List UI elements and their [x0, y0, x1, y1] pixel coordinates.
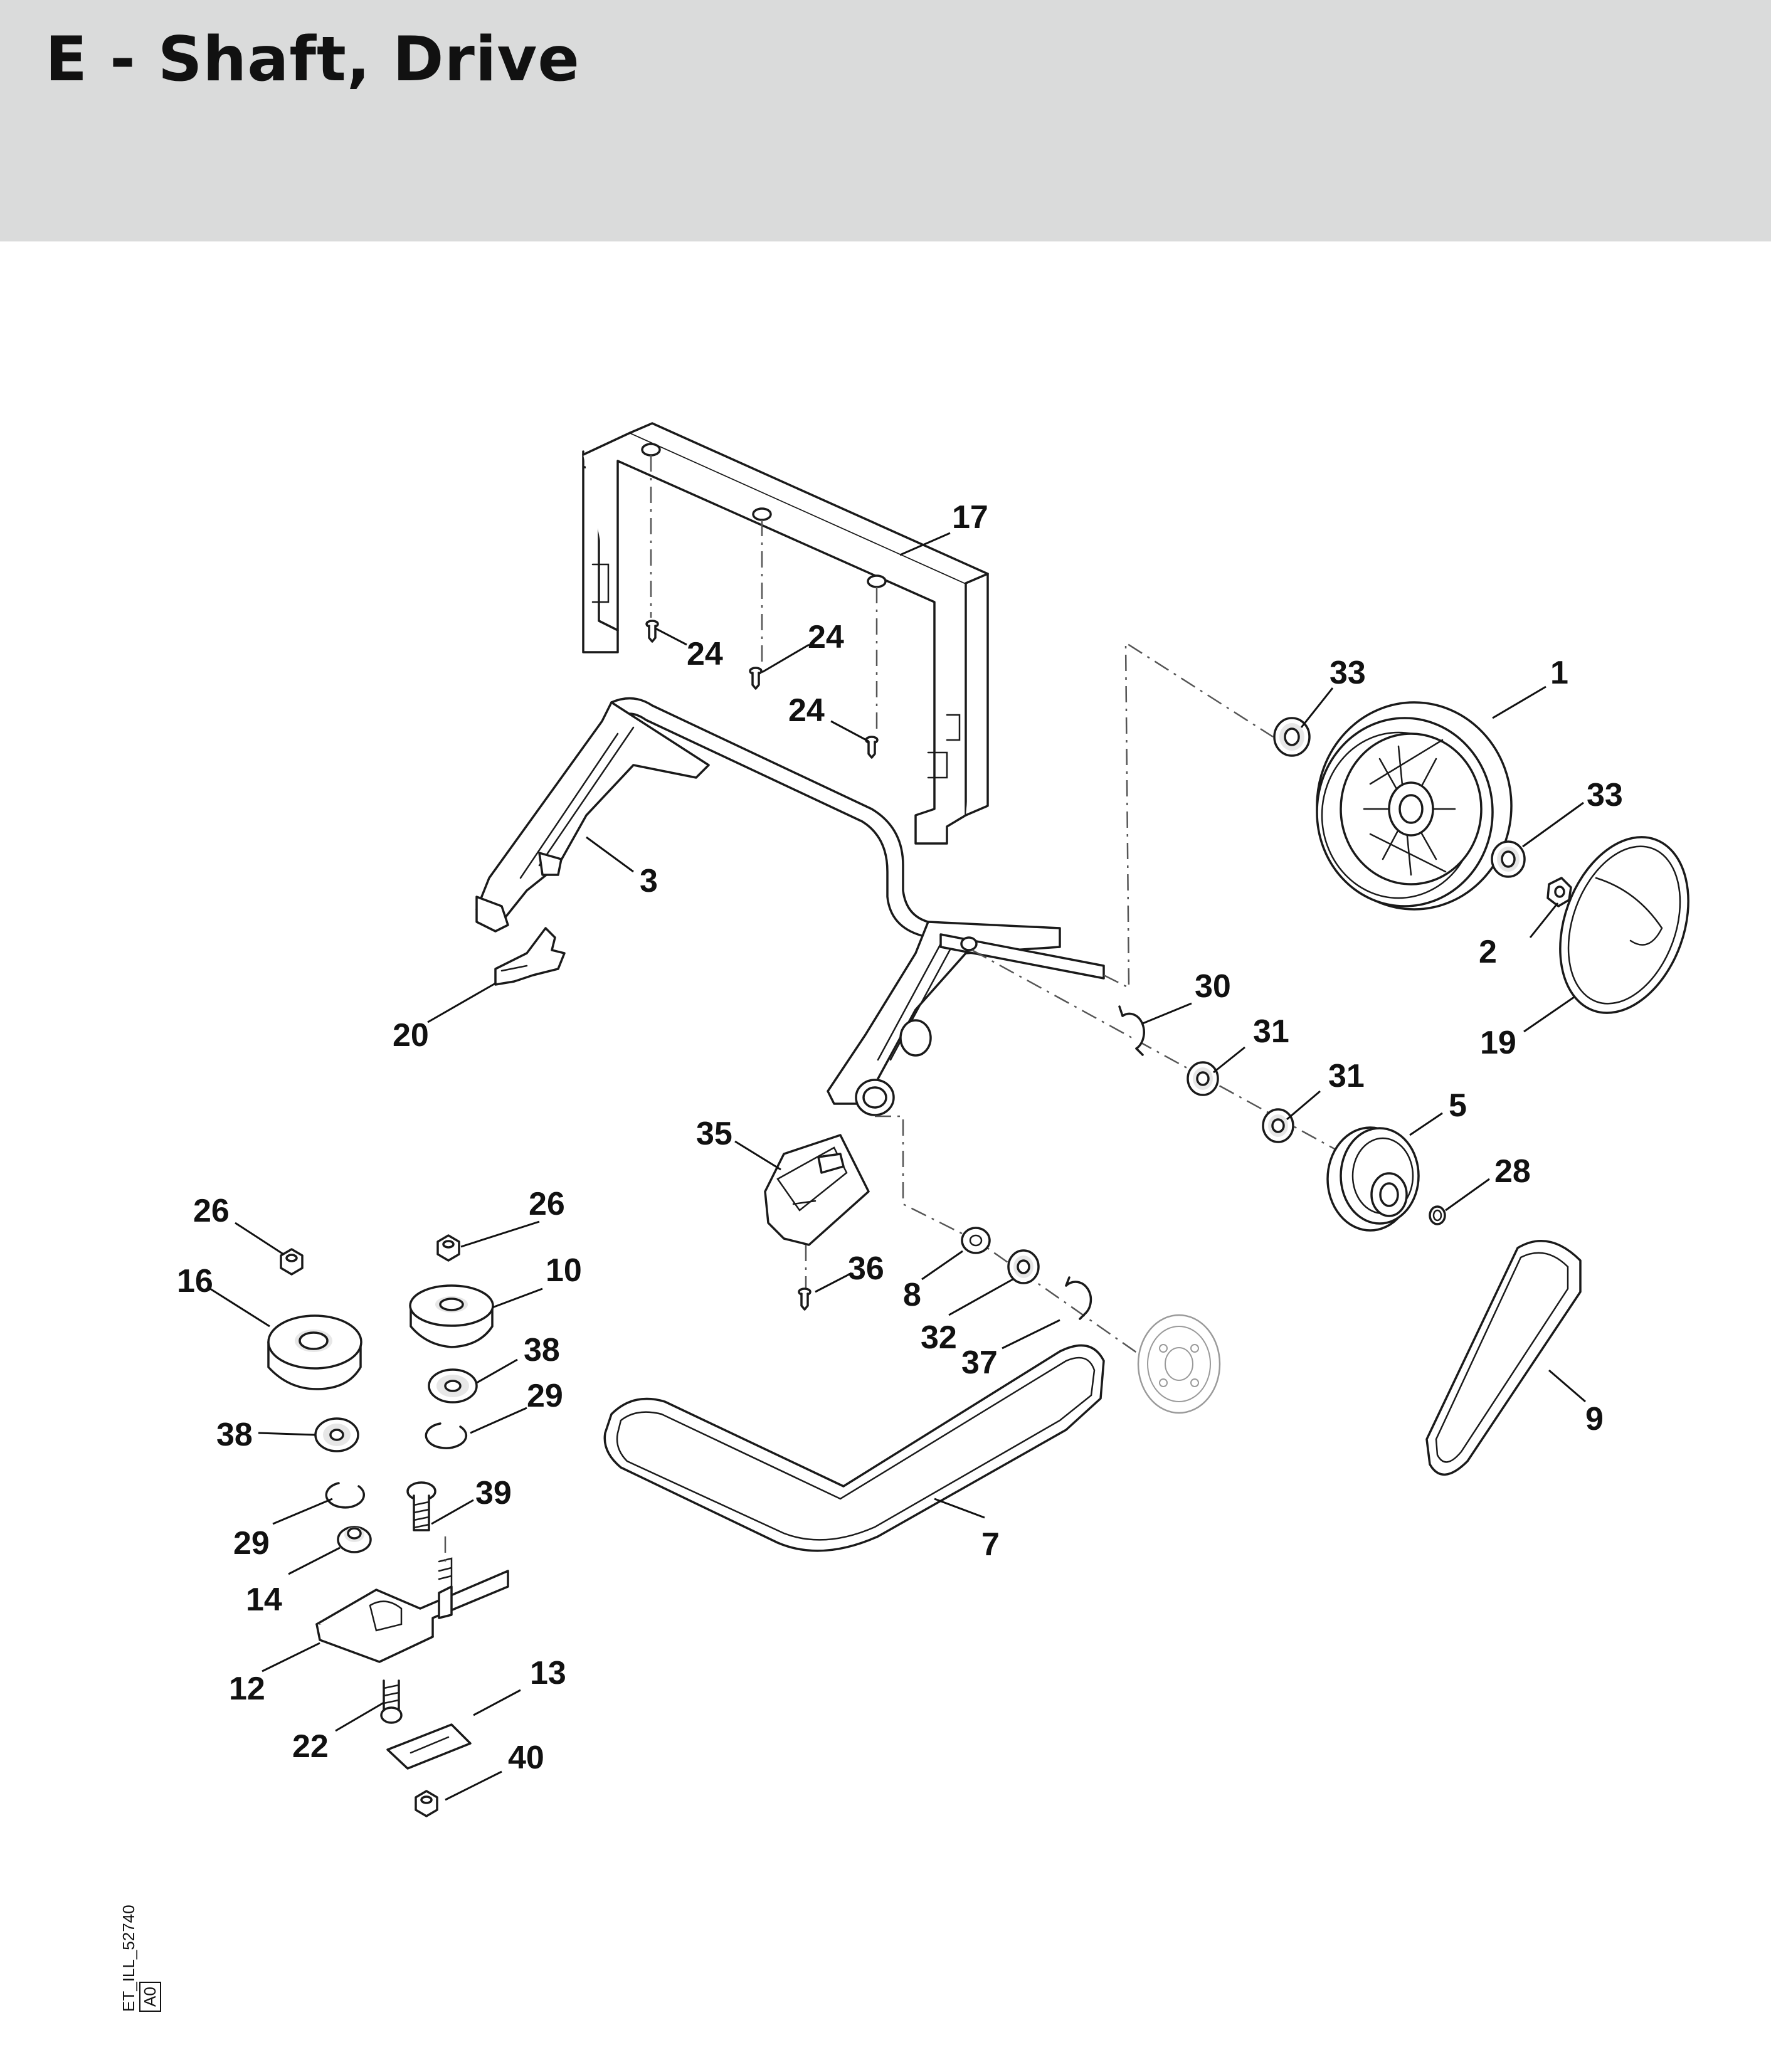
part-16-roller — [267, 1314, 362, 1390]
part-10-roller — [409, 1284, 494, 1348]
callout-33: 33 — [1587, 777, 1623, 813]
leader-lines — [209, 532, 1586, 1801]
callout-20: 20 — [393, 1017, 429, 1054]
callout-40: 40 — [508, 1740, 544, 1776]
engine-pulley-reference — [1137, 1314, 1221, 1414]
callout-labels: 17 24 24 24 33 1 33 2 3 20 30 31 31 19 5… — [177, 499, 1623, 1776]
revision-badge: A0 — [139, 1982, 161, 2012]
callout-38: 38 — [524, 1332, 560, 1368]
part-37-circlip — [1065, 1276, 1092, 1320]
callout-1: 1 — [1550, 655, 1568, 691]
part-1-wheel — [1316, 701, 1513, 911]
callout-7: 7 — [981, 1526, 1000, 1563]
part-32-bearing — [1007, 1249, 1040, 1284]
part-2-nut — [1546, 877, 1572, 907]
callout-24: 24 — [687, 636, 723, 672]
callout-36: 36 — [848, 1250, 884, 1287]
callout-33: 33 — [1330, 655, 1366, 691]
callout-17: 17 — [952, 499, 988, 536]
callout-26: 26 — [193, 1193, 230, 1229]
callout-16: 16 — [177, 1263, 213, 1299]
part-17-handle-bracket — [582, 422, 989, 845]
page-title: E - Shaft, Drive — [45, 24, 580, 95]
callout-8: 8 — [903, 1277, 921, 1313]
callout-38: 38 — [216, 1417, 253, 1453]
part-24-screws — [645, 620, 879, 759]
part-22-screw — [380, 1679, 403, 1724]
callout-28: 28 — [1494, 1153, 1531, 1190]
callout-35: 35 — [696, 1116, 732, 1152]
part-8-washer — [961, 1227, 991, 1254]
part-13-plate — [386, 1723, 472, 1770]
callout-29: 29 — [233, 1525, 270, 1562]
callout-24: 24 — [788, 692, 825, 729]
part-40-nut — [415, 1790, 438, 1817]
part-31-bearings — [1187, 1061, 1294, 1143]
part-29-circlips — [325, 1422, 468, 1509]
callout-24: 24 — [808, 619, 844, 655]
part-36-screw — [798, 1245, 811, 1311]
part-26-nuts — [280, 1234, 460, 1276]
callout-5: 5 — [1449, 1087, 1467, 1124]
callout-31: 31 — [1253, 1013, 1289, 1050]
callout-22: 22 — [292, 1728, 329, 1765]
callout-13: 13 — [530, 1655, 566, 1691]
callout-14: 14 — [246, 1582, 282, 1618]
callout-30: 30 — [1195, 968, 1231, 1005]
part-12-bracket-plate — [315, 1536, 509, 1663]
callout-12: 12 — [229, 1671, 265, 1707]
part-14-spacer — [337, 1526, 372, 1553]
callout-3: 3 — [640, 863, 658, 899]
callout-31: 31 — [1328, 1058, 1365, 1094]
part-9-belt — [1425, 1240, 1582, 1476]
part-38-bearings — [314, 1368, 478, 1452]
part-5-pulley — [1326, 1126, 1420, 1232]
part-3-drive-shaft-frame — [475, 697, 1129, 1116]
callout-37: 37 — [961, 1345, 998, 1381]
callout-10: 10 — [546, 1252, 582, 1289]
callout-39: 39 — [475, 1475, 512, 1511]
part-19-hubcap — [1559, 836, 1689, 1014]
assembly-lines — [875, 641, 1361, 1375]
callout-9: 9 — [1585, 1401, 1604, 1437]
callout-2: 2 — [1479, 934, 1497, 970]
part-28-ring — [1429, 1205, 1446, 1225]
part-39-bolt — [406, 1481, 436, 1531]
header-band: E - Shaft, Drive — [0, 0, 1771, 241]
callout-19: 19 — [1480, 1025, 1516, 1061]
part-33-bearings — [1273, 717, 1526, 878]
part-30-circlip — [1118, 1005, 1145, 1056]
callout-26: 26 — [529, 1186, 565, 1222]
callout-32: 32 — [921, 1319, 957, 1356]
part-20-clip — [494, 927, 566, 986]
drawing-code: ET_ILL_52740 — [119, 1905, 138, 2012]
callout-29: 29 — [527, 1378, 563, 1414]
part-7-belt — [603, 1344, 1105, 1552]
part-35-belt-guard — [764, 1134, 870, 1246]
